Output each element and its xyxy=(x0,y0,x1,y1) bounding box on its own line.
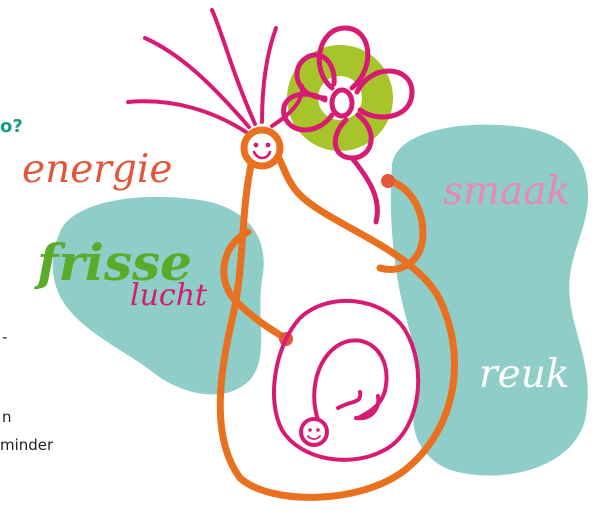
label-reuk: reuk xyxy=(479,355,569,394)
tentacle-4 xyxy=(262,28,276,122)
baby-arm xyxy=(338,392,360,408)
baby-eye-left xyxy=(308,428,312,432)
baby-eye-right xyxy=(316,428,320,432)
womb xyxy=(274,301,418,460)
head-eye-right xyxy=(266,143,271,148)
flower-stem xyxy=(352,158,377,222)
label-energie: energie xyxy=(22,150,172,189)
tentacles xyxy=(128,10,302,132)
label-smaak: smaak xyxy=(443,172,570,211)
coral-dot-arm xyxy=(381,174,395,188)
baby-head xyxy=(301,419,327,445)
fragment-line-n: n xyxy=(2,410,12,425)
womb-outline xyxy=(274,301,418,460)
fragment-line-minder: minder xyxy=(0,438,53,453)
head-eye-left xyxy=(254,143,259,148)
fragment-dash: - xyxy=(2,330,7,345)
label-lucht: lucht xyxy=(130,281,207,311)
tentacle-2 xyxy=(145,38,249,127)
fragment-question: o? xyxy=(0,118,23,136)
head xyxy=(244,130,280,166)
